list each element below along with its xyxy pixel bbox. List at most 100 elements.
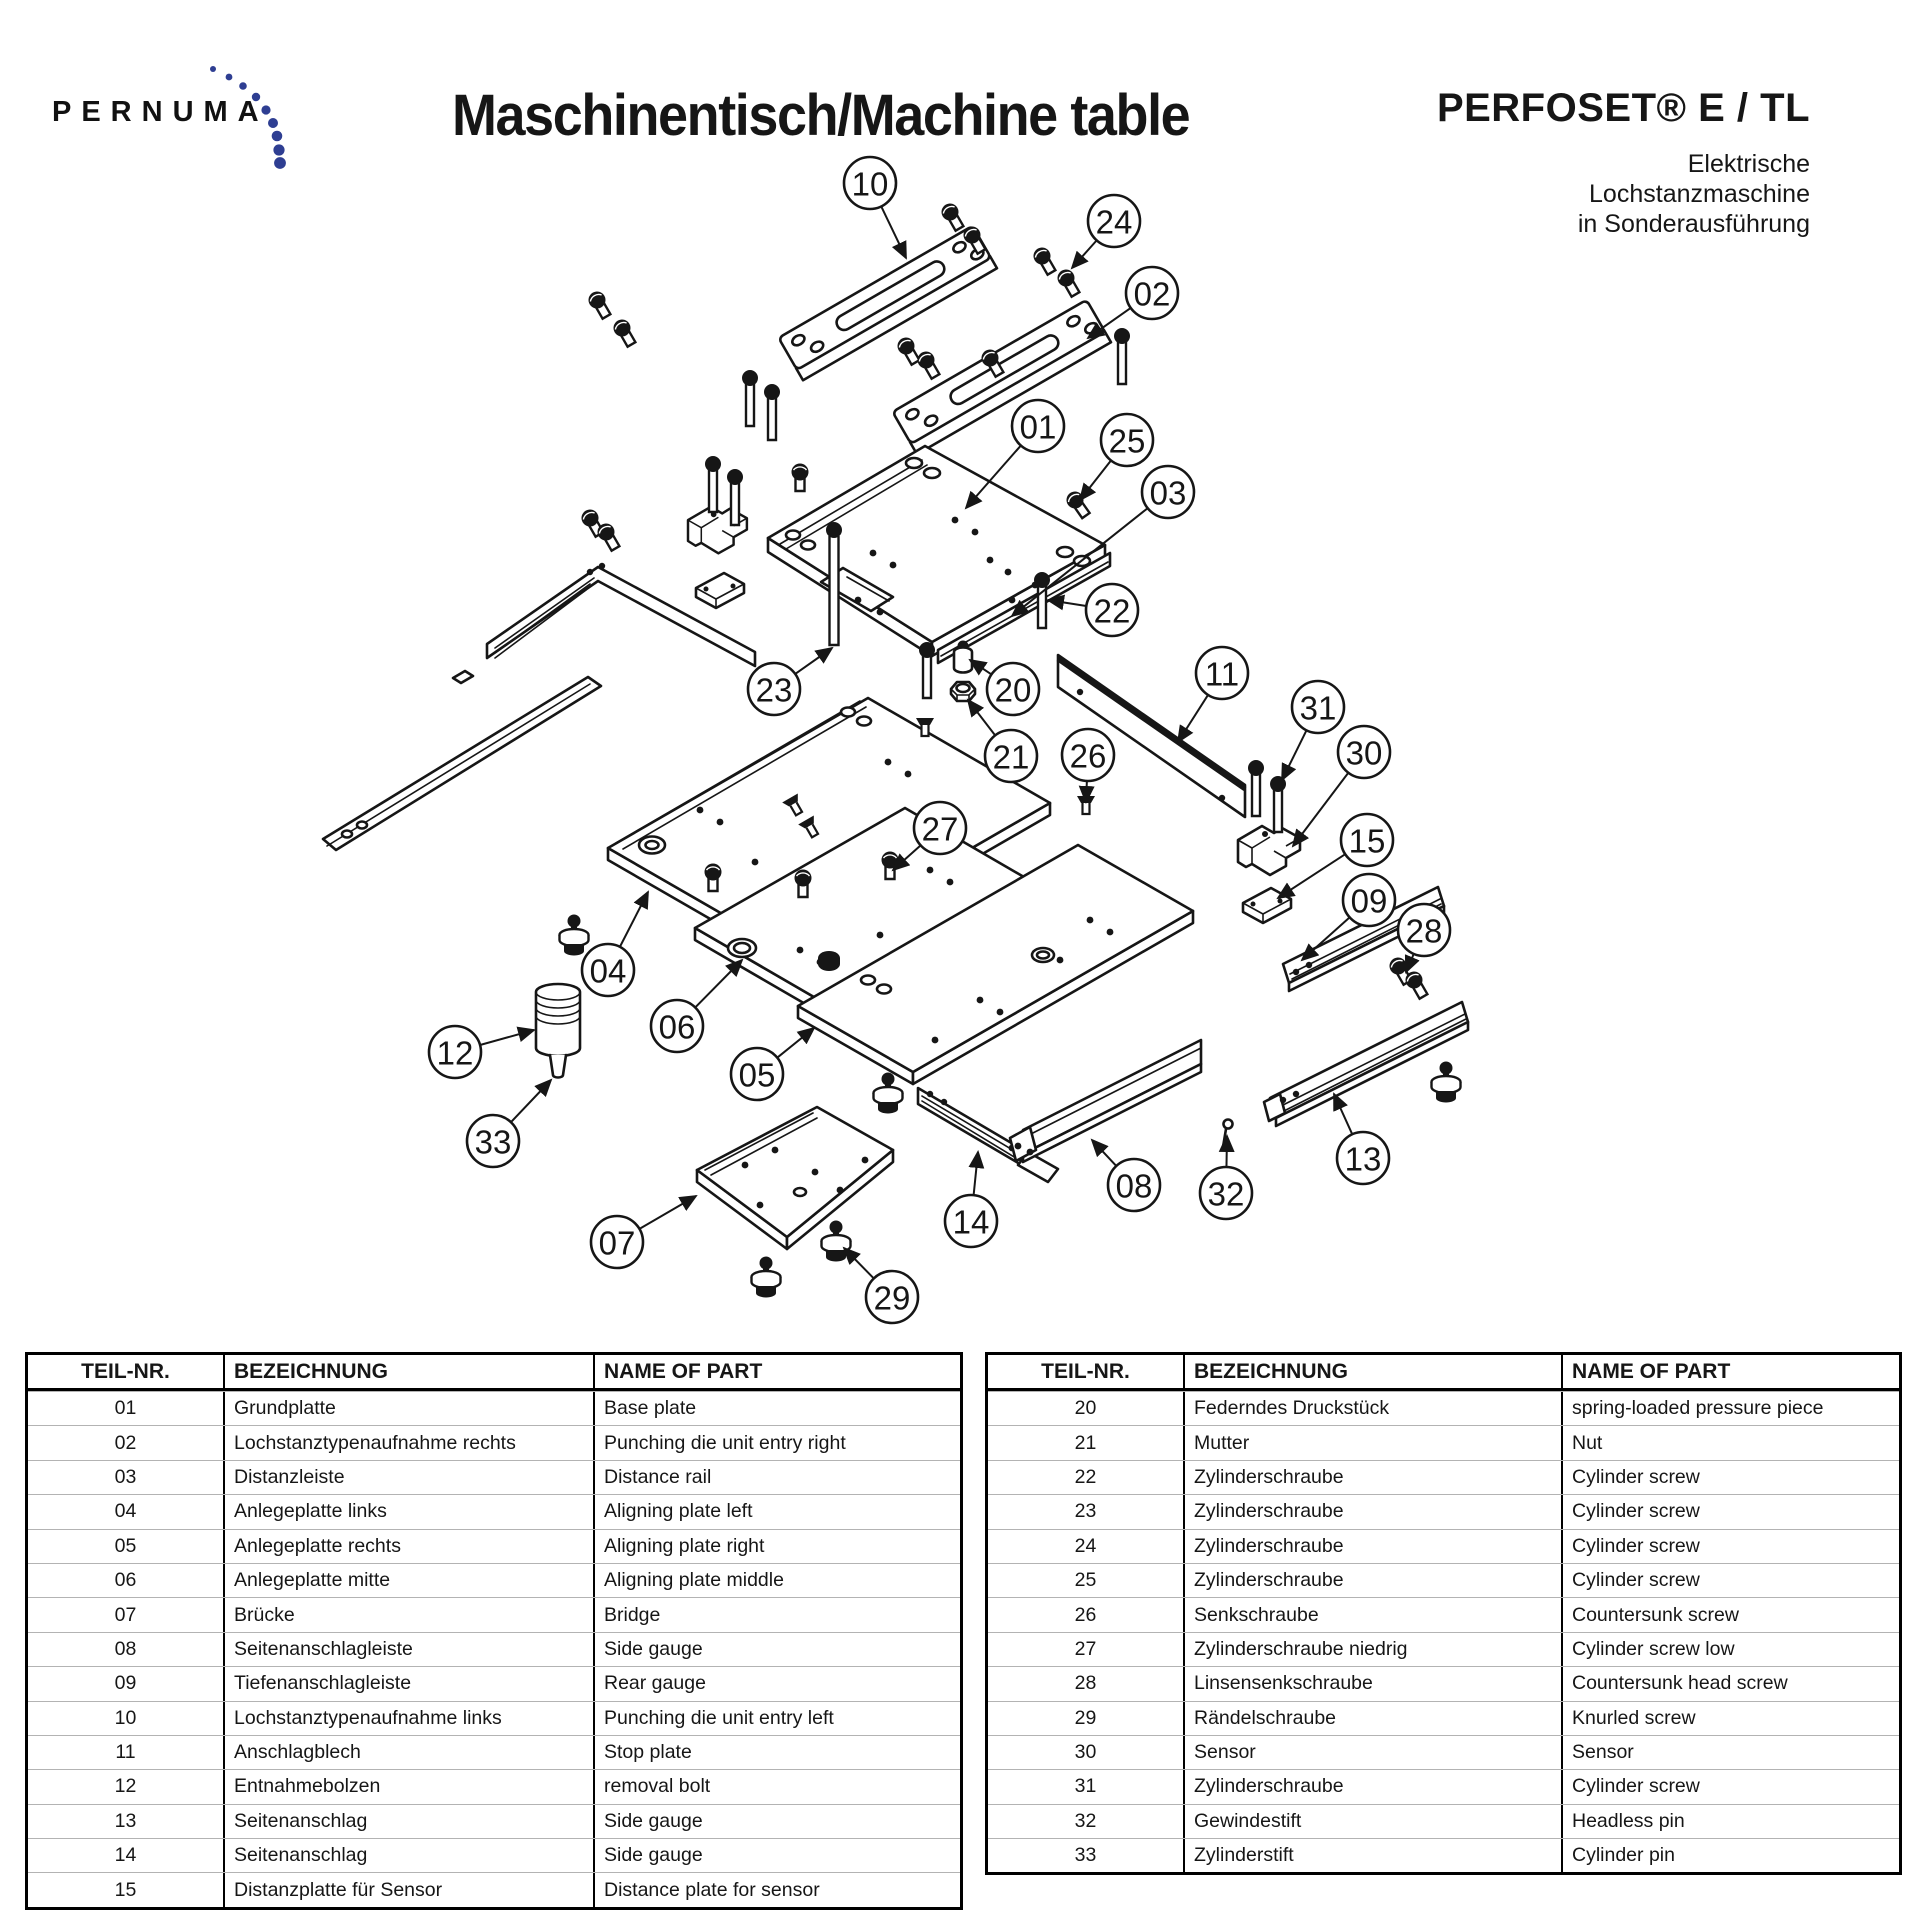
part-name-de: Lochstanztypenaufnahme rechts — [223, 1426, 593, 1460]
callout-circle — [1010, 398, 1066, 454]
callout-04: 04 — [580, 890, 649, 998]
callout-leader-line — [1300, 916, 1351, 962]
part-number: 03 — [114, 1465, 137, 1488]
part-number: 33 — [1074, 1844, 1097, 1867]
part-name-en: Aligning plate left — [593, 1495, 960, 1529]
part-number: 05 — [114, 1534, 137, 1557]
callout-circle — [427, 1024, 483, 1080]
callout-26: 26 — [1060, 727, 1116, 804]
callout-leader-line — [479, 1026, 536, 1046]
part-number: 23 — [1074, 1500, 1097, 1523]
callout-29: 29 — [842, 1246, 920, 1325]
part-number: 04 — [114, 1500, 137, 1523]
part-number: 11 — [115, 1741, 136, 1764]
part-number: 26 — [1074, 1603, 1097, 1626]
callout-09: 09 — [1300, 872, 1397, 962]
callout-leader-line — [1291, 772, 1350, 848]
part-number: 21 — [1074, 1431, 1097, 1454]
part-name-en: Knurled screw — [1561, 1701, 1899, 1735]
part-name-en: Cylinder screw — [1561, 1460, 1899, 1495]
part-number: 20 — [1074, 1397, 1097, 1420]
callout-31: 31 — [1281, 679, 1346, 782]
callout-leader-line — [638, 1194, 698, 1230]
callout-number: 30 — [1346, 735, 1383, 772]
subtitle-line: Elektrische — [1687, 150, 1810, 178]
callout-number: 07 — [599, 1225, 636, 1262]
callout-32: 32 — [1198, 1134, 1254, 1221]
part-name-de: Senkschraube — [1183, 1598, 1561, 1632]
callout-leader-line — [1176, 694, 1209, 744]
callout-circle — [1335, 1130, 1391, 1186]
callout-leader-line — [964, 444, 1022, 510]
callout-circle — [1060, 727, 1116, 783]
callout-leader-line — [842, 1246, 875, 1280]
part-name-en: Aligning plate right — [593, 1529, 960, 1563]
callout-number: 32 — [1208, 1176, 1245, 1213]
part-name-en: Stop plate — [593, 1735, 960, 1770]
callout-leader-line — [1046, 594, 1087, 611]
part-name-de: Linsensenkschraube — [1183, 1667, 1561, 1701]
part-name-en: spring-loaded pressure piece — [1561, 1392, 1899, 1426]
callout-circle — [842, 155, 898, 211]
column-header: NAME OF PART — [593, 1355, 960, 1388]
product-block: PERFOSET® E / TL Elektrische Lochstanzma… — [1330, 86, 1810, 239]
part-name-en: Aligning plate middle — [593, 1563, 960, 1598]
callout-circle — [912, 800, 968, 856]
callout-24: 24 — [1070, 193, 1142, 270]
part-name-de: Tiefenanschlagleiste — [223, 1667, 593, 1701]
part-name-en: Distance rail — [593, 1460, 960, 1495]
part-name-de: Lochstanztypenaufnahme links — [223, 1701, 593, 1735]
column-header: TEIL-NR. — [1041, 1359, 1130, 1383]
part-name-en: Cylinder screw low — [1561, 1632, 1899, 1667]
callout-number: 31 — [1300, 690, 1337, 727]
callout-01: 01 — [964, 398, 1066, 510]
part-number: 22 — [1074, 1465, 1097, 1488]
part-number: 24 — [1074, 1534, 1097, 1557]
callout-circle — [1086, 193, 1142, 249]
part-name-en: Cylinder pin — [1561, 1839, 1899, 1873]
callout-leader-line — [694, 958, 744, 1009]
part-11-stop-plate — [1056, 653, 1247, 819]
part-number: 28 — [1074, 1672, 1097, 1695]
product-name: PERFOSET® E / TL — [1436, 86, 1810, 130]
callout-number: 02 — [1134, 276, 1171, 313]
callout-circle — [1140, 464, 1196, 520]
part-name-en: Nut — [1561, 1426, 1899, 1460]
part-name-de: Zylinderschraube — [1183, 1529, 1561, 1563]
callout-number: 14 — [953, 1204, 990, 1241]
callout-number: 10 — [852, 166, 889, 203]
callout-28: 28 — [1396, 902, 1452, 974]
callout-06: 06 — [649, 958, 744, 1054]
callout-number: 33 — [475, 1124, 512, 1161]
part-name-en: Countersunk head screw — [1561, 1667, 1899, 1701]
part-number: 14 — [114, 1844, 137, 1867]
part-13-side-gauge — [1262, 1000, 1470, 1128]
callout-number: 20 — [995, 672, 1032, 709]
callout-number: 01 — [1020, 409, 1057, 446]
callout-leader-line — [891, 844, 922, 872]
part-name-en: Punching die unit entry right — [593, 1426, 960, 1460]
part-name-de: Brücke — [223, 1598, 593, 1632]
callout-number: 29 — [874, 1280, 911, 1317]
